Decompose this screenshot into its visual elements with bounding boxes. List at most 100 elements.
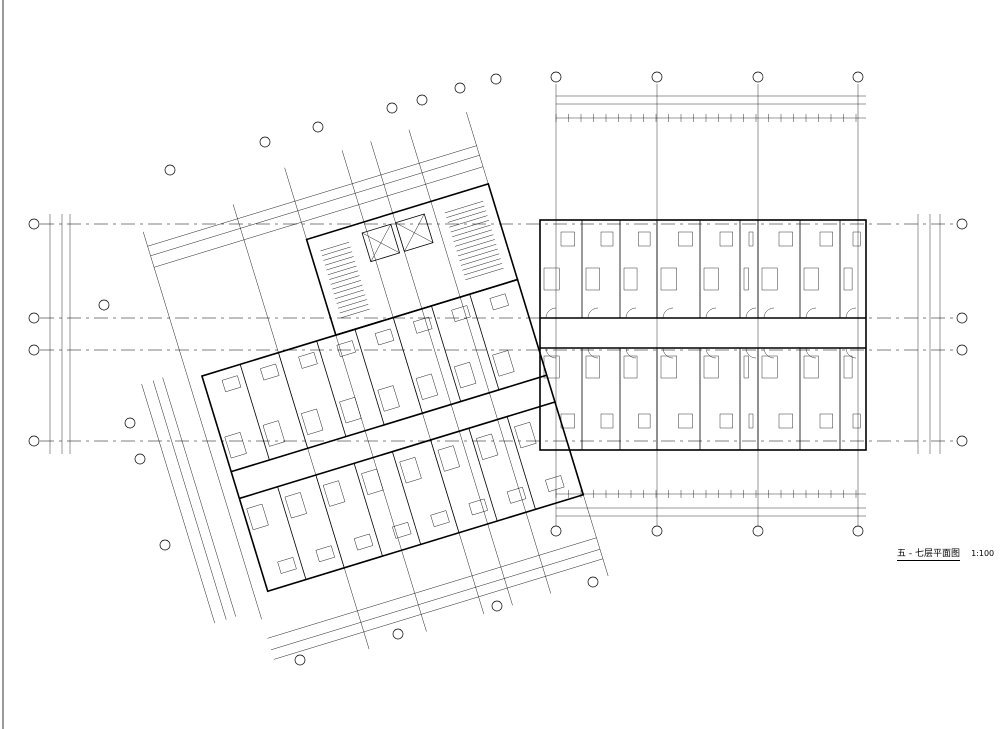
bathroom-block xyxy=(803,355,819,379)
bed xyxy=(719,413,734,429)
axis-bubble xyxy=(550,71,562,83)
axis-bubble xyxy=(956,344,968,356)
bed xyxy=(277,557,297,574)
bathroom-block xyxy=(543,267,560,291)
axis-bubble xyxy=(587,576,599,588)
bed xyxy=(560,231,575,247)
stair-tread xyxy=(332,280,361,290)
bed xyxy=(353,533,374,551)
partition-wall xyxy=(554,401,584,495)
partition-wall xyxy=(353,463,383,557)
bathroom-block xyxy=(843,355,853,379)
bed xyxy=(221,375,242,393)
bathroom-block xyxy=(803,267,819,291)
axis-bubble xyxy=(98,299,110,311)
bathroom-block xyxy=(437,445,460,472)
stair-tread xyxy=(462,258,501,271)
bathroom-block xyxy=(761,355,778,379)
drawing-scale: 1:100 xyxy=(971,549,995,558)
bathroom-block xyxy=(301,408,324,435)
axis-bubble xyxy=(134,453,146,465)
partition-wall xyxy=(430,439,460,533)
bed xyxy=(545,475,565,492)
door-swing xyxy=(805,307,817,319)
stair-tread xyxy=(339,304,369,314)
bed xyxy=(819,413,834,429)
bathroom-block xyxy=(585,355,600,379)
stair-tread xyxy=(465,267,504,281)
partition-wall xyxy=(469,294,500,390)
axis-bubble xyxy=(651,71,663,83)
bathroom-block xyxy=(454,361,477,389)
bed xyxy=(819,231,834,247)
bed xyxy=(852,231,861,247)
stair-tread xyxy=(340,308,370,319)
bed xyxy=(392,522,412,539)
elevator-cross xyxy=(370,224,391,262)
bed xyxy=(506,486,527,504)
bed xyxy=(638,413,651,429)
bathroom-block xyxy=(743,355,749,379)
bathroom-block xyxy=(339,397,362,424)
door-swing xyxy=(805,347,817,359)
bathroom-block xyxy=(377,385,400,412)
bathroom-block xyxy=(660,355,677,379)
axis-bubble xyxy=(490,73,502,85)
bed xyxy=(748,413,754,429)
stair-tread xyxy=(446,205,485,218)
stair-tread xyxy=(324,256,354,266)
left-wing xyxy=(141,112,609,660)
stair-tread xyxy=(326,261,356,271)
bed xyxy=(678,413,693,429)
partition-wall xyxy=(517,279,548,376)
bed xyxy=(260,363,280,381)
bed xyxy=(298,352,318,369)
stair-tread xyxy=(323,251,353,261)
drawing-title: 五 - 七层平面图 xyxy=(897,549,960,561)
door-swing xyxy=(763,307,775,319)
stair-tread xyxy=(456,239,495,252)
stair-tread xyxy=(455,234,494,247)
axis-bubble xyxy=(28,312,40,324)
stair-tread xyxy=(320,241,350,252)
stair-tread xyxy=(460,253,500,266)
partition-wall xyxy=(278,352,309,449)
axis-bubble xyxy=(28,218,40,230)
stair-tread xyxy=(327,265,357,275)
bathroom-block xyxy=(284,492,307,519)
axis-bubble xyxy=(550,525,562,537)
axis-bubble xyxy=(312,121,324,133)
stair-tread xyxy=(329,270,359,280)
partition-wall xyxy=(316,340,347,437)
axis-bubble xyxy=(392,628,404,640)
stair-tread xyxy=(449,215,488,228)
drawing-title-block: 五 - 七层平面图 1:100 xyxy=(897,541,995,561)
stair-tread xyxy=(444,201,484,214)
bed xyxy=(374,328,395,346)
bed xyxy=(600,231,614,247)
partition-wall xyxy=(201,375,232,472)
door-swing xyxy=(662,307,674,319)
right-wing xyxy=(40,84,958,526)
bathroom-block xyxy=(660,267,677,291)
bathroom-block xyxy=(703,267,719,291)
axis-bubble xyxy=(259,136,271,148)
axis-bubble xyxy=(956,312,968,324)
partition-wall xyxy=(238,498,269,592)
bed xyxy=(468,498,488,516)
axis-bubble xyxy=(28,435,40,447)
door-swing xyxy=(705,307,717,319)
bathroom-block xyxy=(585,267,600,291)
door-swing xyxy=(705,347,717,359)
bathroom-block xyxy=(246,503,269,531)
door-swing xyxy=(587,347,599,359)
bathroom-block xyxy=(322,480,346,507)
axis-bubble xyxy=(651,525,663,537)
partition-wall xyxy=(239,364,270,461)
stair-tread xyxy=(321,246,351,256)
axis-bubble xyxy=(956,218,968,230)
stair-tread xyxy=(459,248,498,261)
bathroom-block xyxy=(703,355,719,379)
bathroom-block xyxy=(761,267,778,291)
partition-wall xyxy=(277,486,307,580)
